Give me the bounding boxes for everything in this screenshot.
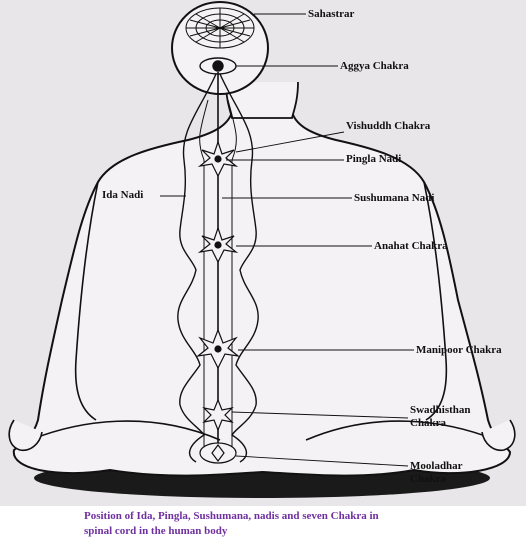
label-sahastrar: Sahastrar xyxy=(308,8,355,20)
right-leg-line xyxy=(305,420,497,441)
right-arm-line xyxy=(423,181,448,421)
label-aggya-chakra: Aggya Chakra xyxy=(340,60,409,72)
left-hand xyxy=(8,419,43,452)
neck xyxy=(225,81,299,119)
caption-text: Position of Ida, Pingla, Sushumana, nadi… xyxy=(84,510,379,537)
label-sushumana-nadi: Sushumana Nadi xyxy=(354,192,435,204)
label-mooladhar-chakra: Mooladhar Chakra xyxy=(410,460,463,485)
label-manipoor-chakra: Manipoor Chakra xyxy=(416,344,502,356)
pingla-nadi xyxy=(219,73,259,463)
caption-box: Position of Ida, Pingla, Sushumana, nadi… xyxy=(0,506,526,544)
left-leg-line xyxy=(29,420,221,441)
mooladhar-chakra-symbol xyxy=(199,442,237,464)
vishuddh-chakra-symbol xyxy=(197,140,239,178)
label-pingla-nadi: Pingla Nadi xyxy=(346,153,402,165)
leader-lines xyxy=(160,13,414,467)
body-outline xyxy=(12,111,512,477)
anahat-chakra-symbol xyxy=(197,226,239,264)
label-swadhisthan-chakra: Swadhisthan Chakra xyxy=(410,404,471,429)
swadhisthan-chakra-symbol xyxy=(202,398,234,432)
left-arm-line xyxy=(74,181,99,421)
label-anahat-chakra: Anahat Chakra xyxy=(374,240,448,252)
aggya-chakra-symbol xyxy=(199,57,237,75)
ida-nadi xyxy=(177,73,217,463)
label-ida-nadi: Ida Nadi xyxy=(102,189,144,201)
sahastrar-lotus xyxy=(185,7,255,49)
label-vishuddh-chakra: Vishuddh Chakra xyxy=(346,120,431,132)
right-hand xyxy=(481,419,516,452)
manipoor-chakra-symbol xyxy=(195,328,241,370)
